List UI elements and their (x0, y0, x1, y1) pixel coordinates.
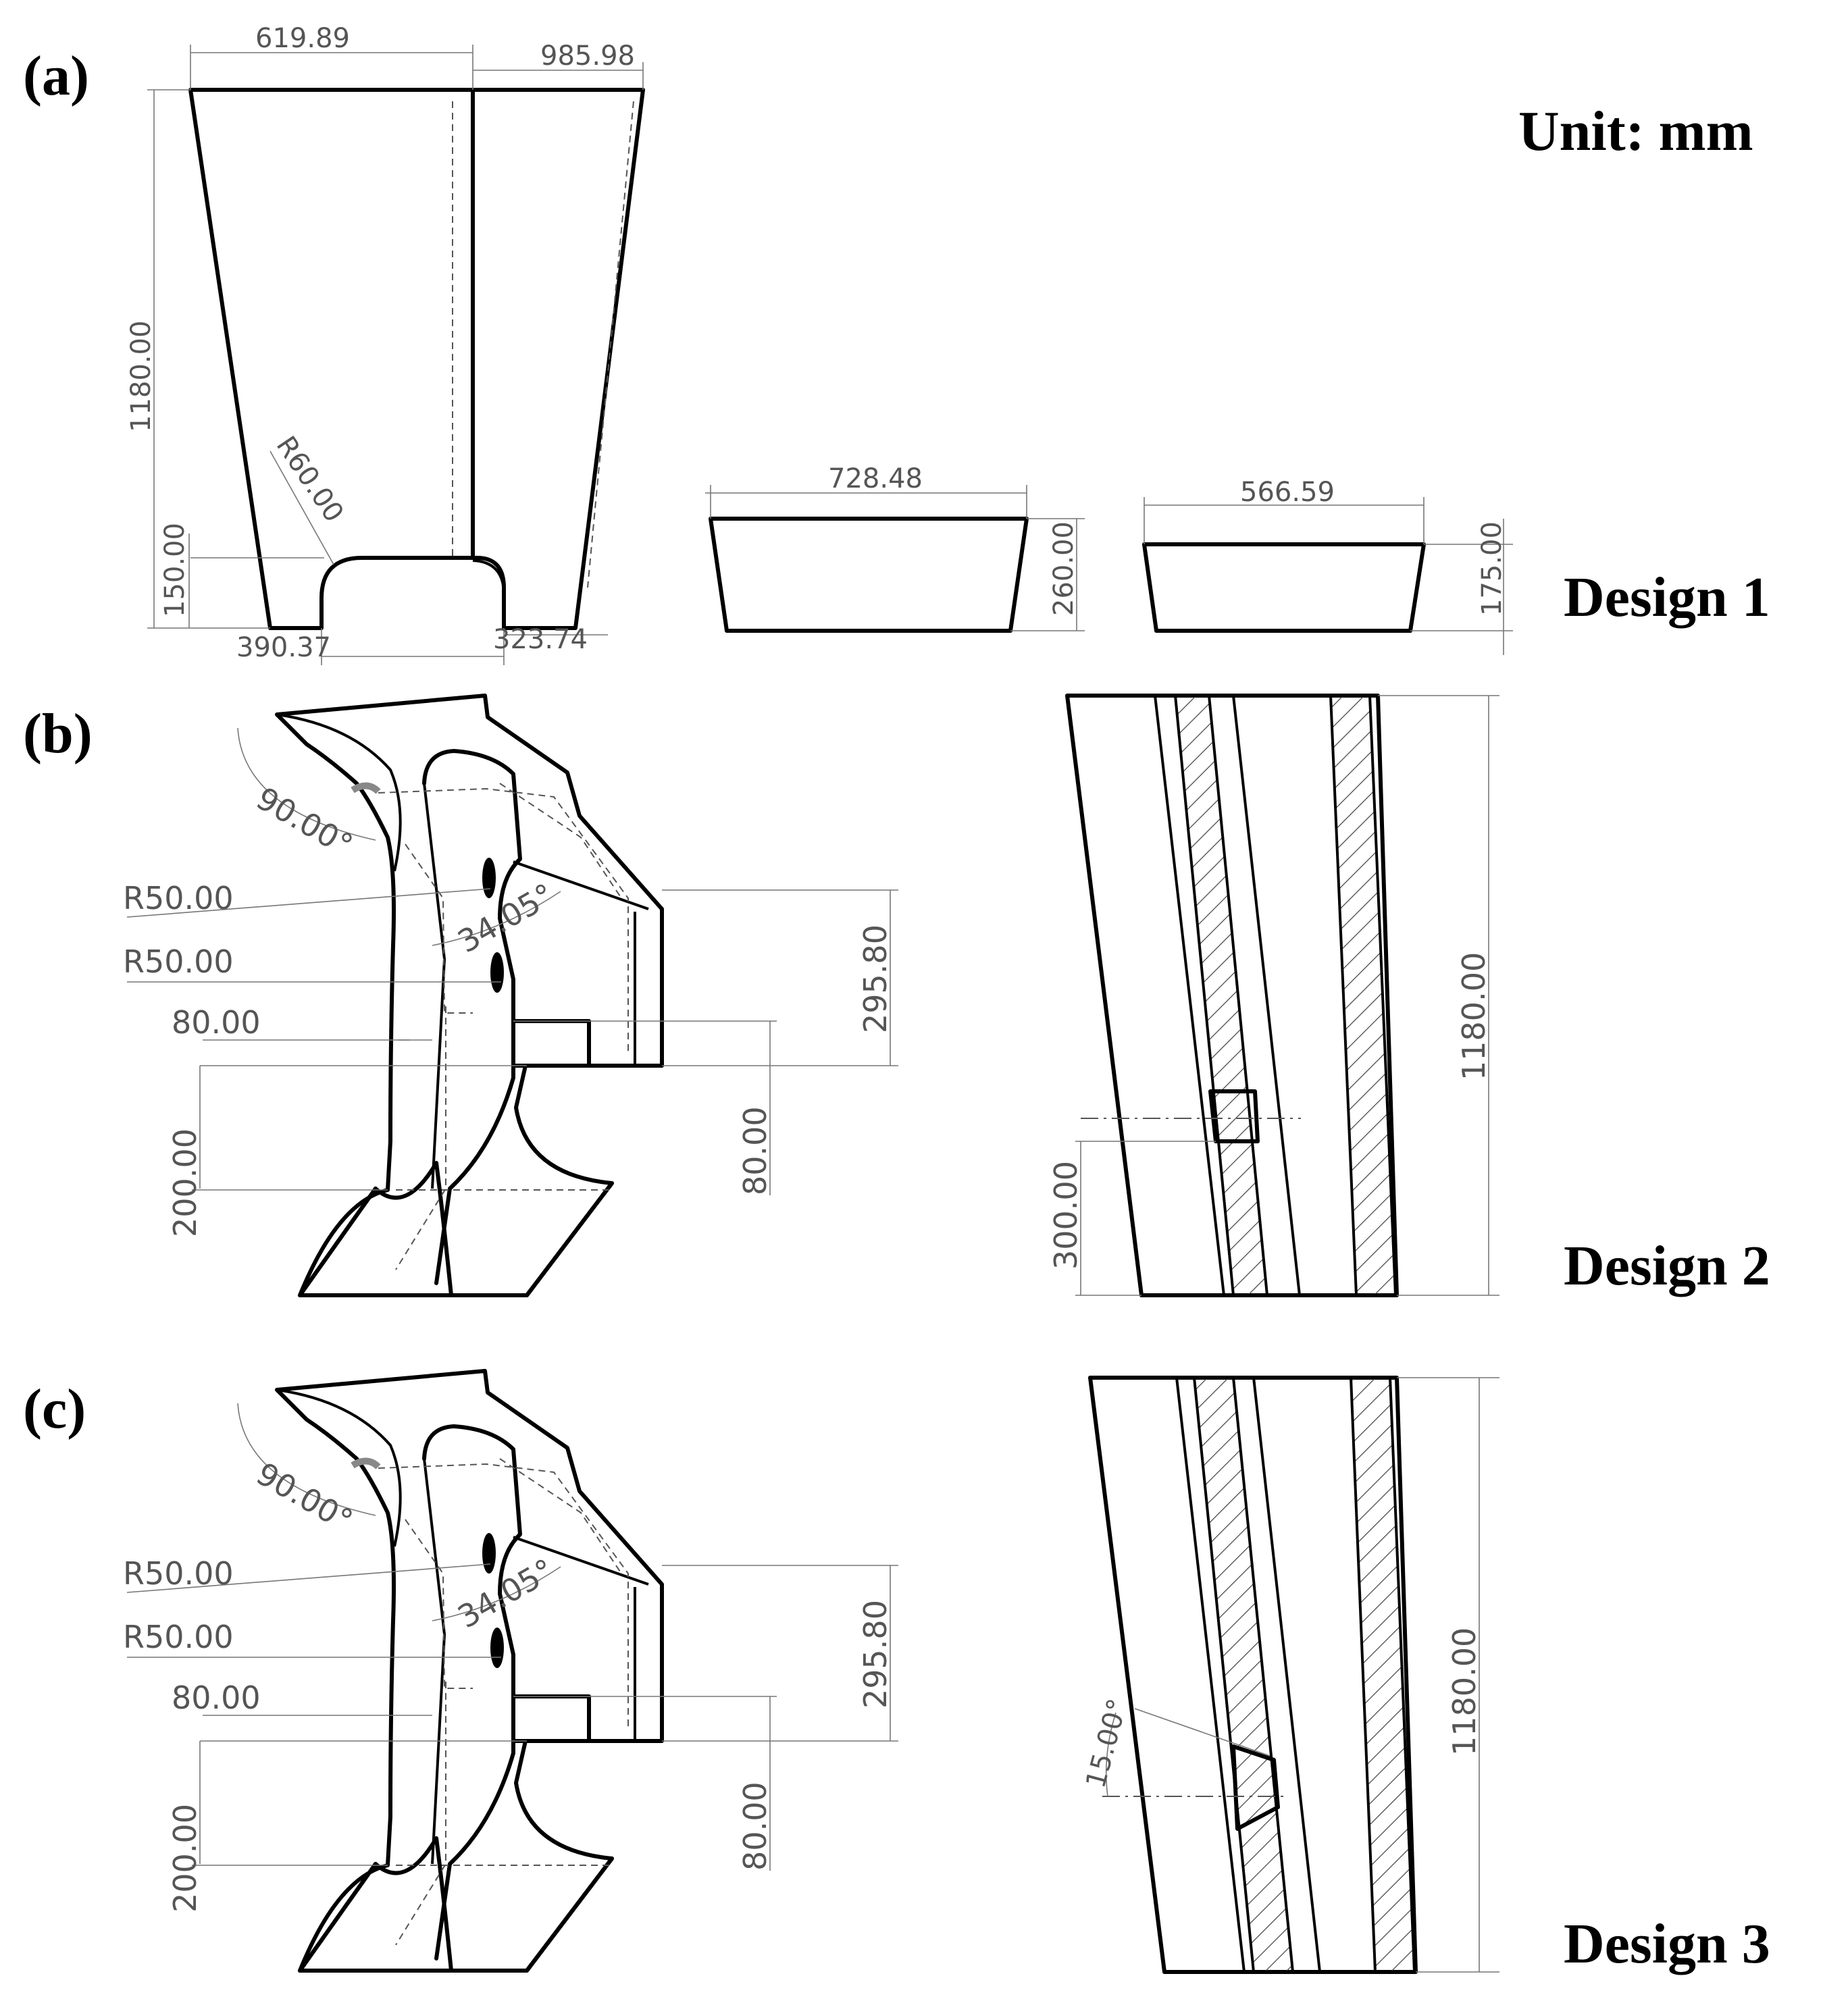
design1-block-1 (705, 485, 1085, 633)
panel-a-design-label: Design 1 (1564, 566, 1770, 629)
panel-b-label: (b) (23, 702, 93, 765)
dim-notch-height: 150.00 (159, 523, 190, 617)
unit-label: Unit: mm (1518, 100, 1753, 163)
dim-section-height: 1180.00 (1446, 1628, 1483, 1756)
dim-upper-height: 295.80 (857, 1600, 894, 1709)
dim-lower-height: 200.00 (167, 1128, 203, 1237)
dim-top-right-width: 985.98 (540, 41, 635, 72)
dim-step-width: 80.00 (172, 1680, 261, 1716)
dim-block1-width: 728.48 (828, 463, 923, 494)
panel-b: (b) Design 2 (23, 694, 1770, 1297)
dim-hole-radius-1: R50.00 (123, 1555, 234, 1592)
dim-height: 1180.00 (126, 321, 157, 432)
dim-hole-radius-1: R50.00 (123, 880, 234, 916)
dim-fillet-radius: R60.00 (270, 431, 350, 528)
panel-a-label: (a) (23, 45, 89, 107)
design3-section-view (1088, 1376, 1418, 1974)
dim-bottom-right-width: 323.74 (493, 624, 588, 655)
dim-lower-height: 200.00 (167, 1804, 203, 1913)
dim-joint-height: 300.00 (1048, 1161, 1084, 1270)
design3-isometric-view (275, 1369, 664, 1973)
dim-step-width: 80.00 (172, 1004, 261, 1041)
dim-block2-height: 175.00 (1477, 521, 1508, 616)
design3-dimension-lines (126, 1403, 898, 1871)
design2-isometric-view (275, 694, 664, 1297)
design2-section-view (1065, 694, 1399, 1297)
dim-joint-angle: 15.00° (1080, 1696, 1133, 1792)
design2-dimension-lines (126, 727, 898, 1195)
design1-front-view (188, 88, 645, 630)
dim-bottom-left-width: 390.37 (236, 632, 331, 663)
design3-section-dimension-lines (1105, 1377, 1499, 1973)
dim-angle-right: 90.00° (251, 780, 359, 864)
design1-dimension-lines (147, 45, 644, 665)
dim-angle-right: 90.00° (251, 1455, 359, 1539)
panel-a: (a) Design 1 619.89 (23, 23, 1770, 665)
dim-block2-width: 566.59 (1240, 477, 1335, 508)
panel-b-design-label: Design 2 (1564, 1235, 1770, 1297)
dim-hole-radius-2: R50.00 (123, 1619, 234, 1655)
dim-step-height: 80.00 (737, 1106, 773, 1195)
dim-section-height: 1180.00 (1456, 952, 1492, 1081)
panel-c-design-label: Design 3 (1564, 1913, 1770, 1975)
dim-block1-height: 260.00 (1048, 521, 1079, 616)
design1-block-2 (1142, 497, 1513, 655)
dim-upper-height: 295.80 (857, 925, 894, 1033)
design2-section-dimension-lines (1075, 695, 1499, 1296)
panel-c: (c) Design 3 (23, 1369, 1770, 1975)
panel-c-label: (c) (23, 1378, 86, 1440)
dim-top-left-width: 619.89 (255, 23, 350, 54)
dim-step-height: 80.00 (737, 1782, 773, 1871)
dim-hole-radius-2: R50.00 (123, 943, 234, 980)
